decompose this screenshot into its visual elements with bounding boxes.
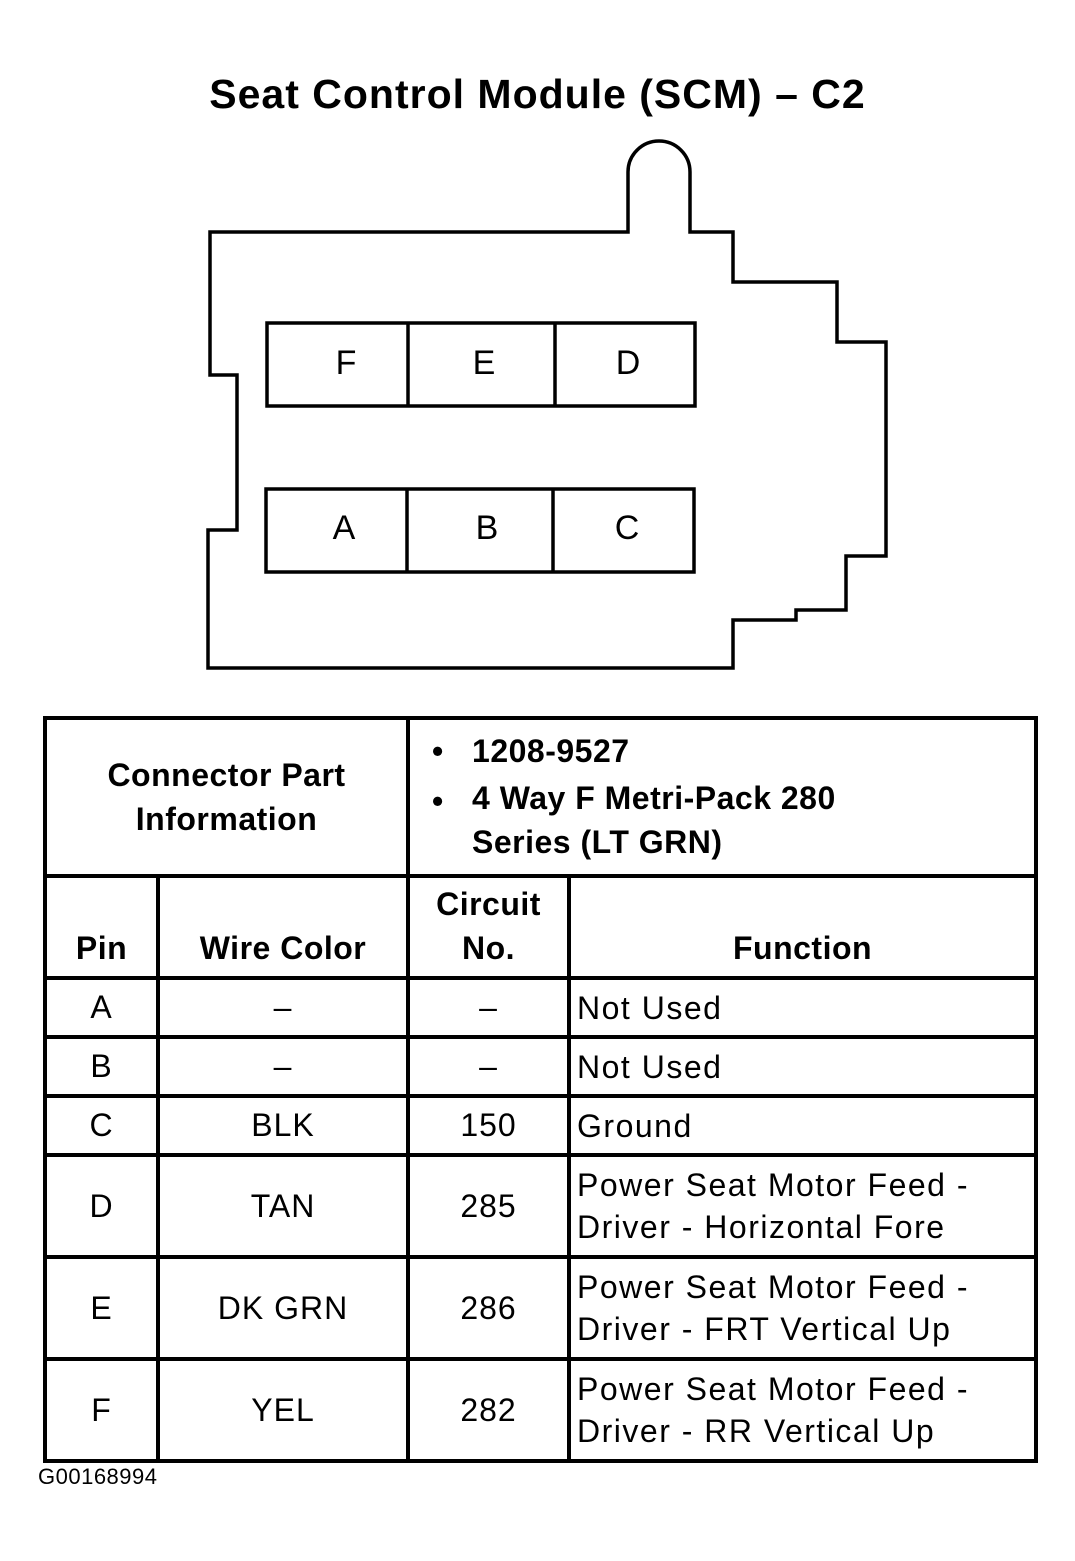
function-cell: Power Seat Motor Feed - Driver - Horizon… <box>567 1153 1039 1259</box>
wire-color-cell: – <box>155 1035 411 1098</box>
part-info-item: • 1208-9527 <box>432 726 1034 776</box>
function-line: Power Seat Motor Feed - <box>577 1371 969 1407</box>
pin-label-e: E <box>473 344 496 382</box>
pin-cell: E <box>43 1255 160 1361</box>
cavity-row-top <box>265 321 697 408</box>
part-info-item: • 4 Way F Metri-Pack 280 Series (LT GRN) <box>432 776 1034 864</box>
part-number: 1208-9527 <box>472 733 630 769</box>
part-info-label-line: Connector Part <box>107 757 346 793</box>
function-line: Power Seat Motor Feed - <box>577 1269 969 1305</box>
circuit-cell: 285 <box>406 1153 572 1259</box>
wire-color-cell: YEL <box>155 1357 411 1463</box>
part-info-details: • 1208-9527 • 4 Way F Metri-Pack 280 Ser… <box>406 716 1039 878</box>
pin-label-f: F <box>336 344 357 382</box>
pin-cell: A <box>43 976 160 1039</box>
table-row: E DK GRN 286 Power Seat Motor Feed - Dri… <box>43 1255 1039 1361</box>
pin-label-a: A <box>333 509 356 547</box>
cavity-row-bottom <box>264 487 696 574</box>
header-function: Function <box>567 874 1039 980</box>
part-description-line: 4 Way F Metri-Pack 280 <box>472 780 836 816</box>
table-row: B – – Not Used <box>43 1035 1039 1098</box>
pin-cell: D <box>43 1153 160 1259</box>
function-line: Ground <box>577 1107 693 1144</box>
bullet-icon: • <box>432 733 444 769</box>
table-row: C BLK 150 Ground <box>43 1094 1039 1157</box>
circuit-cell: – <box>406 976 572 1039</box>
wire-color-cell: TAN <box>155 1153 411 1259</box>
connector-info-table: Connector Part Information • 1208-9527 •… <box>42 716 1039 1463</box>
function-cell: Power Seat Motor Feed - Driver - RR Vert… <box>567 1357 1039 1463</box>
circuit-cell: 150 <box>406 1094 572 1157</box>
part-info-row: Connector Part Information • 1208-9527 •… <box>42 716 1039 878</box>
wire-color-cell: DK GRN <box>155 1255 411 1361</box>
connector-diagram: F E D A B C <box>206 139 888 670</box>
part-info-label: Connector Part Information <box>42 716 411 878</box>
function-cell: Not Used <box>567 1035 1039 1098</box>
pin-label-c: C <box>615 509 640 547</box>
function-cell: Ground <box>567 1094 1039 1157</box>
pin-cell: B <box>43 1035 160 1098</box>
header-row: Pin Wire Color Circuit No. Function <box>43 874 1039 980</box>
pin-cell: C <box>43 1094 160 1157</box>
pin-label-b: B <box>476 509 499 547</box>
header-circuit-line: Circuit <box>436 886 541 922</box>
circuit-cell: 286 <box>406 1255 572 1361</box>
part-info-list: • 1208-9527 • 4 Way F Metri-Pack 280 Ser… <box>410 720 1034 870</box>
wire-color-cell: – <box>155 976 411 1039</box>
part-info-label-line: Information <box>135 801 318 837</box>
figure-code: G00168994 <box>38 1464 158 1489</box>
function-line: Not Used <box>577 989 723 1026</box>
function-line: Not Used <box>577 1048 723 1085</box>
function-line: Driver - FRT Vertical Up <box>577 1311 952 1347</box>
circuit-cell: – <box>406 1035 572 1098</box>
table-row: D TAN 285 Power Seat Motor Feed - Driver… <box>43 1153 1039 1259</box>
bullet-icon: • <box>432 783 444 819</box>
function-line: Power Seat Motor Feed - <box>577 1167 969 1203</box>
table-row: F YEL 282 Power Seat Motor Feed - Driver… <box>43 1357 1039 1463</box>
function-line: Driver - Horizontal Fore <box>577 1209 946 1245</box>
connector-housing-outline <box>206 139 888 670</box>
header-circuit-no: Circuit No. <box>406 874 572 980</box>
function-cell: Power Seat Motor Feed - Driver - FRT Ver… <box>567 1255 1039 1361</box>
header-pin: Pin <box>43 874 160 980</box>
function-cell: Not Used <box>567 976 1039 1039</box>
header-circuit-line: No. <box>461 930 516 966</box>
table-row: A – – Not Used <box>43 976 1039 1039</box>
header-wire-color: Wire Color <box>155 874 411 980</box>
pin-cell: F <box>43 1357 160 1463</box>
diagram-title: Seat Control Module (SCM) – C2 <box>209 71 866 117</box>
pin-label-d: D <box>616 344 641 382</box>
function-line: Driver - RR Vertical Up <box>577 1413 936 1449</box>
circuit-cell: 282 <box>406 1357 572 1463</box>
wire-color-cell: BLK <box>155 1094 411 1157</box>
part-description-line: Series (LT GRN) <box>472 824 723 860</box>
